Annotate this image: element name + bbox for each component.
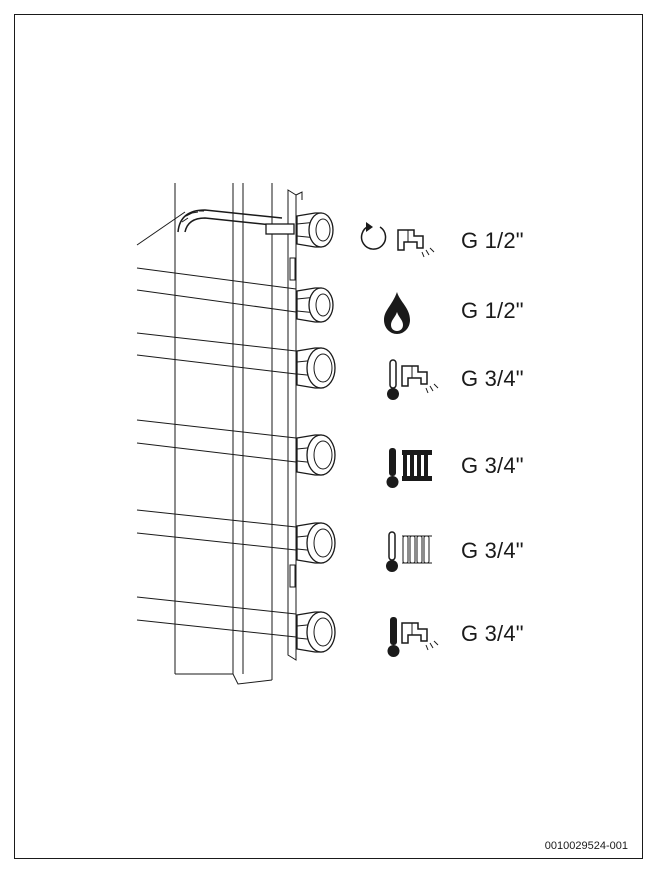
thread-label-4: G 3/4" <box>461 453 524 478</box>
figure-frame <box>14 14 643 859</box>
cold-water-inlet-icon <box>387 617 439 657</box>
heating-flow-icon <box>386 448 432 488</box>
fitting-6 <box>296 611 336 653</box>
thread-label-1: G 1/2" <box>461 228 524 253</box>
fitting-4 <box>296 434 336 476</box>
gas-flame-icon <box>384 292 410 334</box>
valve-stem <box>265 223 295 235</box>
pipe-lines <box>136 209 297 638</box>
heating-return-icon <box>386 531 432 572</box>
thread-label-6: G 3/4" <box>461 621 524 646</box>
mounting-bracket <box>287 189 303 661</box>
fitting-1 <box>296 212 334 248</box>
thread-label-5: G 3/4" <box>461 538 524 563</box>
boiler-housing <box>174 183 273 685</box>
fitting-2 <box>296 287 334 323</box>
fitting-5 <box>296 522 336 564</box>
figure-code: 0010029524-001 <box>545 840 628 852</box>
thread-label-2: G 1/2" <box>461 298 524 323</box>
thread-label-3: G 3/4" <box>461 366 524 391</box>
hot-water-outlet-icon <box>387 359 439 400</box>
circulation-hot-water-icon <box>360 222 435 258</box>
pipe-fittings <box>265 212 336 653</box>
fitting-3 <box>296 347 336 389</box>
